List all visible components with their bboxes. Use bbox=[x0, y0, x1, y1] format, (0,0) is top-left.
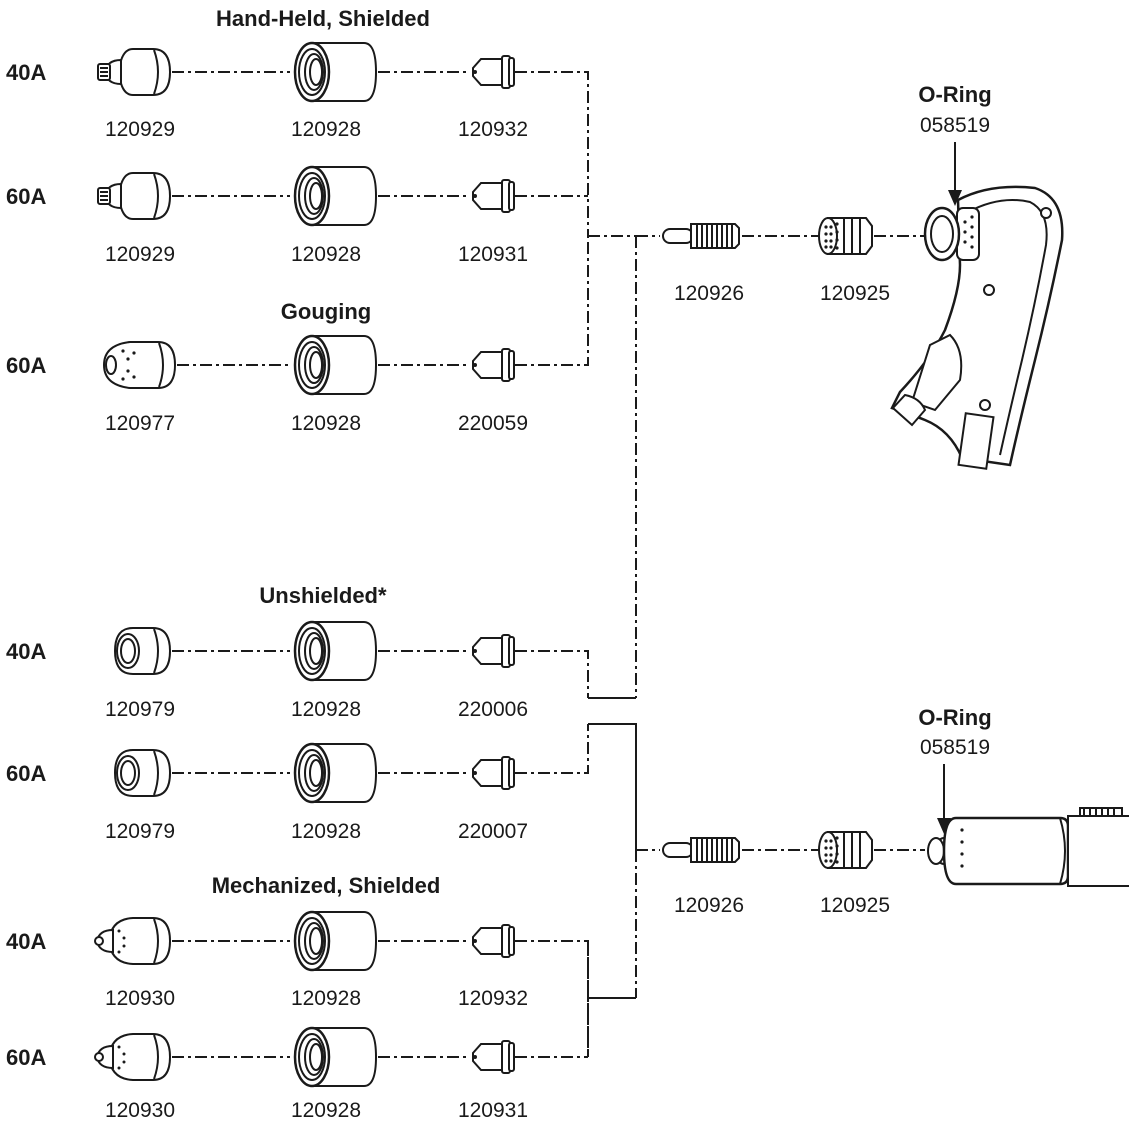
shield-part-number: 120929 bbox=[105, 243, 175, 266]
nozzle-part-number: 120932 bbox=[458, 987, 528, 1010]
swirl-ring-part bbox=[819, 832, 872, 868]
retaining-cap-part bbox=[295, 167, 376, 225]
retaining-cap-part-number: 120928 bbox=[291, 118, 361, 141]
deflector-part-number: 120979 bbox=[105, 820, 175, 843]
electrode-part-number: 120926 bbox=[674, 282, 744, 305]
deflector-part bbox=[115, 750, 170, 796]
electrode-part bbox=[663, 224, 739, 248]
oring-label: O-Ring bbox=[918, 82, 991, 107]
amperage-label: 60A bbox=[6, 761, 46, 786]
nozzle-part bbox=[473, 180, 514, 212]
section-mechanized-shielded: Mechanized, Shielded bbox=[212, 873, 441, 898]
consumable-row: 60A 120979 120928 220007 bbox=[6, 724, 588, 843]
section-unshielded: Unshielded* bbox=[259, 583, 387, 608]
retaining-cap-part bbox=[295, 43, 376, 101]
amperage-label: 40A bbox=[6, 60, 46, 85]
shield-part bbox=[95, 1034, 170, 1080]
retaining-cap-part bbox=[295, 912, 376, 970]
shield-part-number: 120929 bbox=[105, 118, 175, 141]
machine-torch-body bbox=[928, 808, 1129, 886]
shield-part-number: 120930 bbox=[105, 1099, 175, 1121]
retaining-cap-part bbox=[295, 622, 376, 680]
machine-torch-stack: 120926 120925 bbox=[663, 832, 925, 917]
consumable-row: 40A 120930 120928 120932 bbox=[6, 912, 588, 1057]
retaining-cap-part bbox=[295, 1028, 376, 1086]
consumable-row: 40A 120979 120928 220006 bbox=[6, 622, 588, 721]
section-hand-held-shielded: Hand-Held, Shielded bbox=[216, 6, 430, 31]
electrode-part-number: 120926 bbox=[674, 894, 744, 917]
hand-torch-body bbox=[892, 187, 1062, 469]
nozzle-part-number: 220059 bbox=[458, 412, 528, 435]
nozzle-part bbox=[473, 1041, 514, 1073]
nozzle-part bbox=[473, 56, 514, 88]
oring-label: O-Ring bbox=[918, 705, 991, 730]
retaining-cap-part bbox=[295, 744, 376, 802]
consumable-row: 60A 120929 120928 120931 bbox=[6, 167, 588, 266]
nozzle-part bbox=[473, 635, 514, 667]
amperage-label: 40A bbox=[6, 929, 46, 954]
swirl-ring-part bbox=[819, 218, 872, 254]
nozzle-part-number: 220006 bbox=[458, 698, 528, 721]
shield-part-number: 120930 bbox=[105, 987, 175, 1010]
retaining-cap-part-number: 120928 bbox=[291, 987, 361, 1010]
section-gouging: Gouging bbox=[281, 299, 371, 324]
shield-part bbox=[98, 173, 170, 219]
retaining-cap-part bbox=[295, 336, 376, 394]
shield-part bbox=[95, 918, 170, 964]
nozzle-part-number: 120931 bbox=[458, 243, 528, 266]
nozzle-part-number: 120932 bbox=[458, 118, 528, 141]
deflector-part bbox=[115, 628, 170, 674]
retaining-cap-part-number: 120928 bbox=[291, 1099, 361, 1121]
amperage-label: 60A bbox=[6, 353, 46, 378]
oring-arrow bbox=[948, 142, 962, 206]
amperage-label: 60A bbox=[6, 184, 46, 209]
retaining-cap-part-number: 120928 bbox=[291, 243, 361, 266]
shield-part-number: 120977 bbox=[105, 412, 175, 435]
shield-part bbox=[104, 342, 175, 388]
retaining-cap-part-number: 120928 bbox=[291, 412, 361, 435]
amperage-label: 40A bbox=[6, 639, 46, 664]
connector-lines bbox=[588, 236, 660, 1057]
nozzle-part-number: 220007 bbox=[458, 820, 528, 843]
shield-part bbox=[98, 49, 170, 95]
retaining-cap-part-number: 120928 bbox=[291, 698, 361, 721]
hand-torch-stack: 120926 120925 bbox=[663, 218, 928, 305]
nozzle-part bbox=[473, 349, 514, 381]
swirl-ring-part-number: 120925 bbox=[820, 894, 890, 917]
oring-part-number: 058519 bbox=[920, 736, 990, 759]
consumable-row: 60A 120930 120928 120931 bbox=[6, 1028, 588, 1121]
nozzle-part bbox=[473, 925, 514, 957]
amperage-label: 60A bbox=[6, 1045, 46, 1070]
oring-part-number: 058519 bbox=[920, 114, 990, 137]
swirl-ring-part-number: 120925 bbox=[820, 282, 890, 305]
deflector-part-number: 120979 bbox=[105, 698, 175, 721]
retaining-cap-part-number: 120928 bbox=[291, 820, 361, 843]
nozzle-part-number: 120931 bbox=[458, 1099, 528, 1121]
nozzle-part bbox=[473, 757, 514, 789]
electrode-part bbox=[663, 838, 739, 862]
